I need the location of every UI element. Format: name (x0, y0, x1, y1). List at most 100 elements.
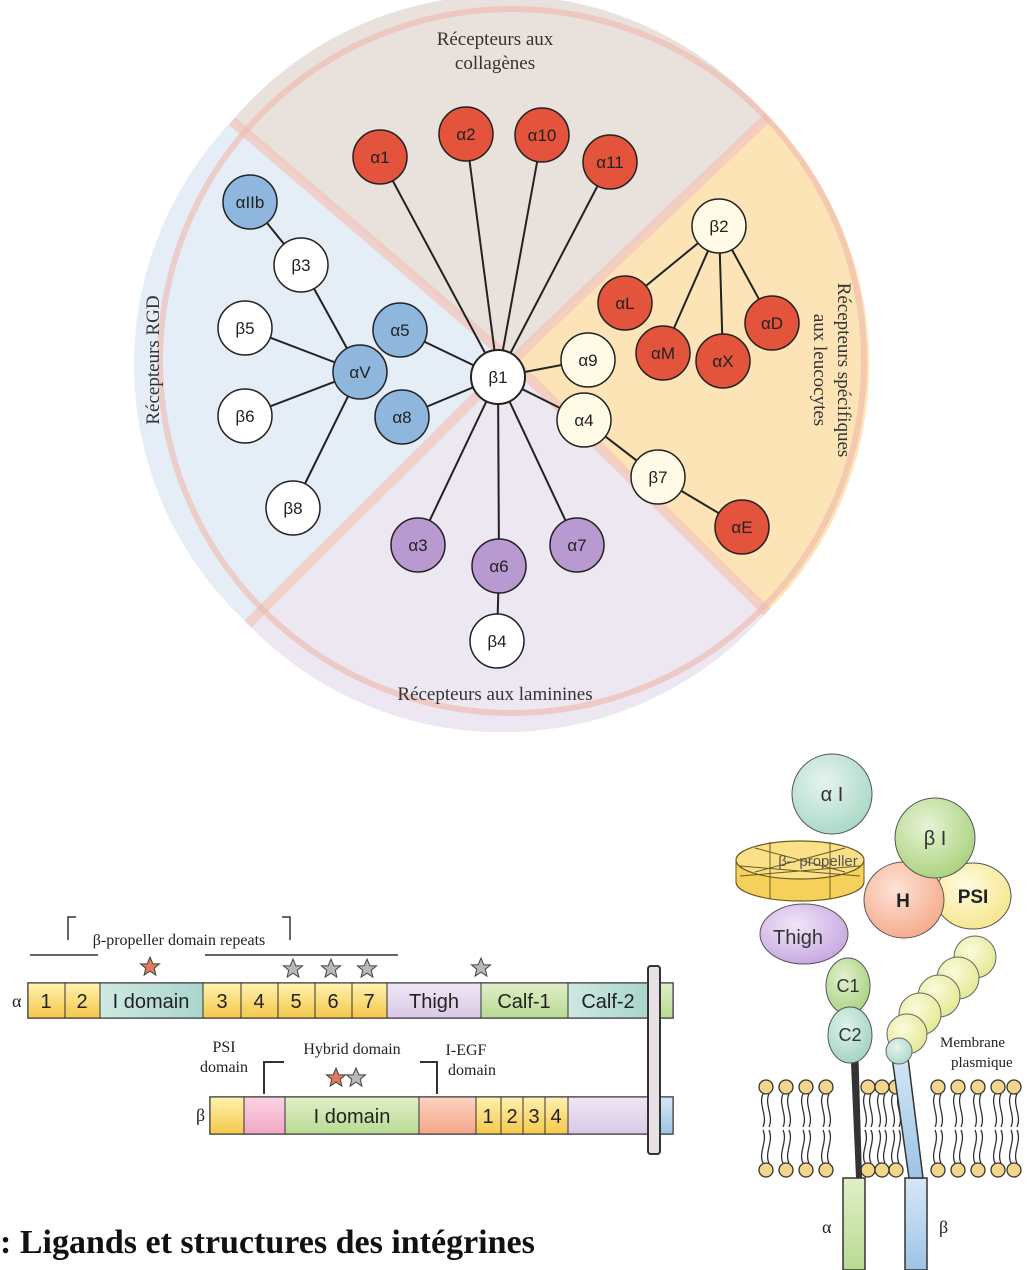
node-aIIb: αIIb (222, 174, 278, 230)
lipid-head (950, 1162, 966, 1178)
node-aD: αD (744, 295, 800, 351)
lipid-head (950, 1079, 966, 1095)
svg-text:αX: αX (712, 352, 733, 371)
lipid-tail (1014, 1093, 1020, 1128)
alpha-repeat-4 (240, 982, 279, 1019)
alpha-calf1-domain (480, 982, 569, 1019)
iegf-label-line1: I-EGF (446, 1042, 487, 1059)
lipid-tail (890, 1129, 896, 1164)
alpha-repeat-5 (277, 982, 316, 1019)
lipid-tail (780, 1093, 786, 1128)
alpha-calf2-domain (567, 982, 649, 1019)
lipid-head (970, 1079, 986, 1095)
svg-text:αE: αE (731, 518, 752, 537)
lipid-tail (958, 1129, 964, 1164)
svg-text:αL: αL (615, 294, 634, 313)
beta-i-domain-label: I domain (314, 1106, 391, 1128)
svg-text:α2: α2 (456, 125, 475, 144)
node-b6: β6 (217, 388, 273, 444)
svg-text:β5: β5 (235, 319, 254, 338)
sector-rgd (134, 121, 512, 624)
lipid-tail (998, 1093, 1004, 1128)
node-a3: α3 (390, 517, 446, 573)
hybrid-bracket (263, 1061, 438, 1094)
alpha-repeat-2-label: 2 (76, 991, 87, 1013)
node-a5: α5 (372, 302, 428, 358)
node-a4: α4 (556, 392, 612, 448)
svg-text:α7: α7 (567, 536, 586, 555)
lipid-tail (786, 1129, 792, 1164)
lipid-tail (806, 1093, 812, 1128)
lipid-head (970, 1162, 986, 1178)
node-b3: β3 (273, 237, 329, 293)
node-a11: α11 (582, 134, 638, 190)
alpha-transmembrane (842, 1177, 866, 1270)
beta-leg-label: β (939, 1217, 948, 1237)
lipid-tail (938, 1129, 944, 1164)
hybrid-label: Hybrid domain (303, 1041, 400, 1058)
star-icon (356, 957, 378, 979)
node-a2: α2 (438, 106, 494, 162)
beta-tail-domain (567, 1096, 649, 1135)
lipid-tail (1014, 1129, 1020, 1164)
svg-text:α10: α10 (528, 126, 557, 145)
node-a8: α8 (374, 389, 430, 445)
lipid-head (778, 1079, 794, 1095)
svg-text:β6: β6 (235, 407, 254, 426)
collagen-label-line1: Récepteurs aux (437, 29, 554, 50)
node-a9: α9 (560, 332, 616, 388)
lipid-tail (1008, 1129, 1014, 1164)
alpha-repeat-3 (202, 982, 242, 1019)
svg-text:β4: β4 (487, 632, 506, 651)
alpha-i-domain-label: I domain (113, 991, 190, 1013)
alpha-calf1-label: Calf-1 (497, 991, 550, 1013)
rgd-label: Récepteurs RGD (143, 295, 164, 424)
lipid-head (990, 1162, 1006, 1178)
alpha-repeat-6-label: 6 (327, 991, 338, 1013)
laminin-label: Récepteurs aux laminines (397, 684, 592, 705)
lipid-tail (876, 1093, 882, 1128)
star-icon (345, 1066, 367, 1088)
lipid-head (778, 1162, 794, 1178)
lipid-tail (882, 1093, 888, 1128)
psi-label-line1: PSI (212, 1039, 235, 1056)
node-aE: αE (714, 499, 770, 555)
propeller-3d-label: β– propeller (778, 853, 858, 870)
node-b7: β7 (630, 449, 686, 505)
star-icon (325, 1066, 347, 1088)
svg-text:α9: α9 (578, 351, 597, 370)
alpha-thigh-label: Thigh (409, 991, 459, 1013)
lipid-tail (760, 1093, 766, 1128)
alpha-i-domain-3d (791, 753, 873, 835)
lipid-tail (766, 1093, 772, 1128)
svg-text:β3: β3 (291, 256, 310, 275)
lipid-tail (938, 1093, 944, 1128)
lipid-tail (972, 1093, 978, 1128)
node-b4: β4 (469, 613, 525, 669)
sector-collagen (232, 0, 768, 361)
node-b8: β8 (265, 480, 321, 536)
beta-egf-1 (475, 1096, 502, 1135)
alpha-stars (139, 955, 492, 979)
beta-egf-1-label: 1 (482, 1106, 493, 1128)
lipid-tail (820, 1129, 826, 1164)
beta-chain-letter: β (196, 1105, 205, 1125)
svg-text:α8: α8 (392, 408, 411, 427)
beta-stalk (890, 1049, 924, 1179)
beta-chain: I domain 1 2 3 4 (209, 1096, 674, 1135)
svg-text:α5: α5 (390, 321, 409, 340)
node-b5: β5 (217, 300, 273, 356)
lipid-tail (826, 1093, 832, 1128)
lipid-head (930, 1079, 946, 1095)
lipid-tail (992, 1129, 998, 1164)
alpha-repeat-1 (27, 982, 66, 1019)
node-a6: α6 (471, 538, 527, 594)
membrane-label-line1: Membrane (940, 1035, 1005, 1051)
thigh-domain (759, 903, 849, 965)
alpha-leg-label: α (822, 1217, 832, 1237)
alpha-thigh-domain (386, 982, 482, 1019)
svg-text:αIIb: αIIb (236, 193, 265, 212)
lipid-head (798, 1162, 814, 1178)
svg-text:β2: β2 (709, 217, 728, 236)
star-icon (139, 955, 161, 977)
